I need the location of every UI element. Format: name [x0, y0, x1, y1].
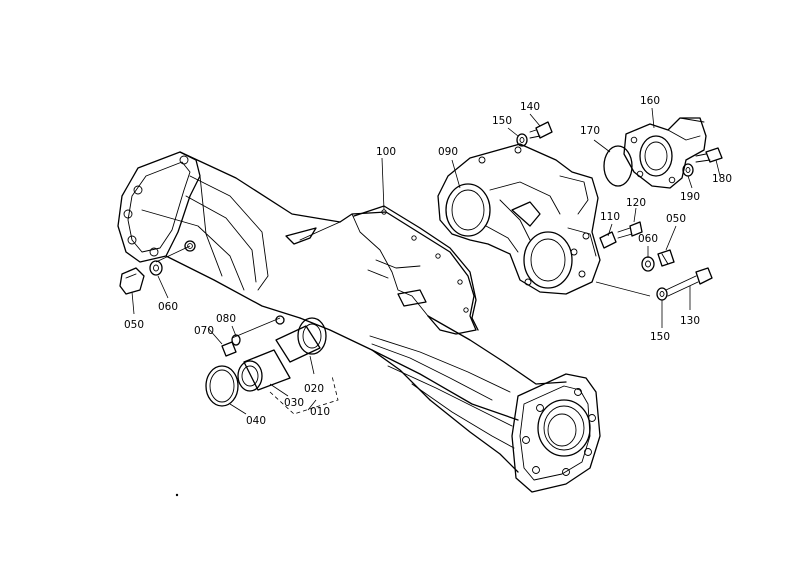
label-090: 090 [438, 146, 458, 158]
carrier-090 [437, 143, 601, 295]
label-190: 190 [680, 191, 700, 203]
label-100: 100 [376, 146, 396, 158]
o-ring-170 [603, 145, 633, 187]
bolt-180 [695, 147, 723, 163]
label-160: 160 [640, 95, 660, 107]
label-050-right: 050 [666, 213, 686, 225]
stray-dot [175, 493, 179, 497]
label-070: 070 [194, 325, 214, 337]
label-010: 010 [310, 406, 330, 418]
label-060-right: 060 [638, 233, 658, 245]
part-labels: 100 090 140 150 170 160 180 190 120 110 … [124, 95, 732, 427]
label-150-top: 150 [492, 115, 512, 127]
label-050-left: 050 [124, 319, 144, 331]
label-120: 120 [626, 197, 646, 209]
label-030: 030 [284, 397, 304, 409]
label-080: 080 [216, 313, 236, 325]
label-110: 110 [600, 211, 620, 223]
washer-060-left [149, 260, 163, 276]
label-170: 170 [580, 125, 600, 137]
gasket-100 [353, 205, 479, 331]
plug-050-left [119, 267, 145, 295]
label-020: 020 [304, 383, 324, 395]
label-060-left: 060 [158, 301, 178, 313]
bolt-070 [221, 341, 237, 357]
pin-110 [599, 231, 617, 249]
label-040: 040 [246, 415, 266, 427]
plug-050-right [657, 249, 675, 267]
label-140: 140 [520, 101, 540, 113]
bolt-140 [529, 121, 553, 139]
label-130: 130 [680, 315, 700, 327]
washer-190 [682, 163, 694, 177]
washer-150-top [516, 133, 528, 147]
bolt-120 [617, 221, 643, 239]
bearing-020 [275, 317, 327, 363]
label-150-lower: 150 [650, 331, 670, 343]
washer-150-lower [656, 287, 668, 301]
label-180: 180 [712, 173, 732, 185]
cover-160 [623, 117, 707, 189]
bushing-030 [237, 349, 291, 392]
washer-060-right [641, 256, 655, 272]
leader-lines [131, 107, 721, 415]
bolt-130 [665, 267, 713, 297]
axle-housing [117, 151, 601, 493]
ring-040 [205, 365, 239, 407]
